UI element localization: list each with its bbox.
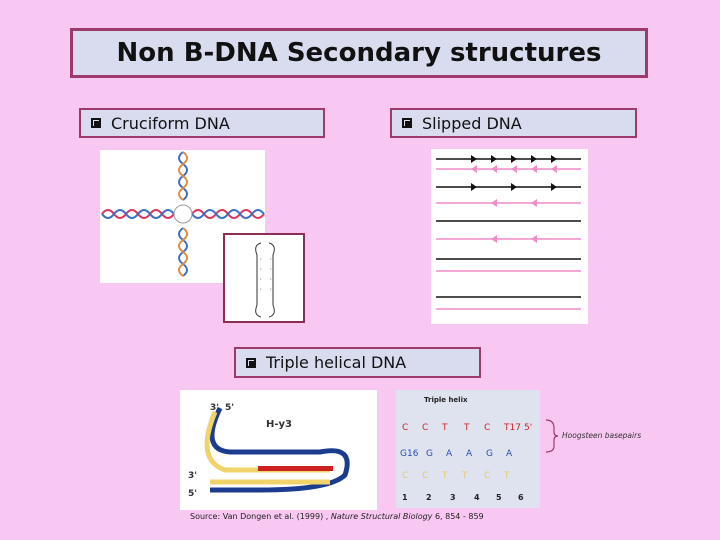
svg-text:·: · [259,276,263,283]
row3-cell: T [441,471,448,481]
page-title: Non B-DNA Secondary structures [116,38,602,68]
row1-cell: 5' [524,423,532,433]
svg-text:·: · [259,256,263,263]
cruciform-helix-graphic [101,151,265,277]
bracket-icon [545,419,559,453]
row1-cell: T [441,423,448,433]
column-number: 6 [518,493,524,502]
row2-cell: A [466,449,473,459]
slipped-label-box: Slipped DNA [390,108,637,138]
checkbox-bullet-icon [246,357,256,368]
triple-label-box: Triple helical DNA [234,347,481,378]
row1-cell: T17 [503,423,521,433]
row2-cell: A [446,449,453,459]
svg-text:·: · [269,276,273,283]
hoogsteen-note: Hoogsteen basepairs [562,431,642,440]
cruciform-label: Cruciform DNA [111,113,230,133]
column-number: 1 [402,493,408,502]
svg-text:·: · [259,266,263,273]
strand-label: 5' [225,403,234,413]
column-number: 5 [496,493,502,502]
cruciform-label-box: Cruciform DNA [79,108,325,138]
source-suffix: 6, 854 - 859 [434,512,484,521]
checkbox-bullet-icon [91,118,101,128]
strand-label: 3' [188,471,197,481]
slipped-label: Slipped DNA [422,113,522,133]
row1-cell: T [463,423,470,433]
svg-text:·: · [269,266,273,273]
table-title: Triple helix [424,396,468,404]
svg-text:·: · [259,286,263,293]
column-number: 3 [450,493,456,502]
svg-text:·: · [269,256,273,263]
row1-cell: C [422,423,428,433]
strand-label: 3' [210,403,219,413]
row3-cell: C [484,471,490,481]
checkbox-bullet-icon [402,118,412,128]
row2-cell: G [486,449,493,459]
row1-cell: C [484,423,490,433]
strand-label: 5' [188,489,197,499]
title-box: Non B-DNA Secondary structures [70,28,648,78]
source-citation: Source: Van Dongen et al. (1999) , Natur… [190,512,484,521]
h-y3-label: H-y3 [266,419,292,430]
triple-helix-diagram: 3' 5' 3' 5' H-y3 [180,390,377,510]
row3-cell: T [461,471,468,481]
row3-cell: C [422,471,428,481]
column-number: 4 [474,493,480,502]
row3-cell: T [503,471,510,481]
row1-cell: C [402,423,408,433]
slipped-strands-graphic [436,155,581,310]
triple-helix-table: Triple helix C C T T C T17 5' G16 G A A … [396,390,540,508]
row2-cell: G [426,449,433,459]
svg-text:·: · [269,286,273,293]
cruciform-dna-image [100,150,265,283]
row2-cell: G16 [400,449,419,459]
cruciform-inset-diagram: · · · · · · · · [223,233,305,323]
source-prefix: Source: Van Dongen et al. (1999) , [190,512,329,521]
row2-cell: A [506,449,513,459]
triple-label: Triple helical DNA [266,353,407,372]
source-journal: Nature Structural Biology [330,512,433,521]
slipped-dna-image [431,149,588,324]
column-number: 2 [426,493,432,502]
row3-cell: C [402,471,408,481]
